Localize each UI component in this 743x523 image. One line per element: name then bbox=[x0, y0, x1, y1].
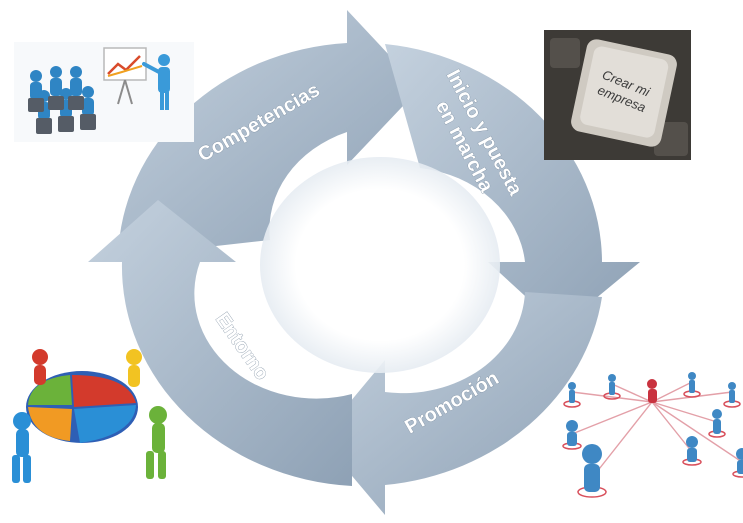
center-glow bbox=[260, 157, 500, 373]
network-hub-person bbox=[647, 379, 657, 403]
arrow-inicio bbox=[385, 44, 640, 328]
team-figure-blue bbox=[12, 412, 31, 483]
arrow-promocion bbox=[320, 292, 602, 515]
puzzle-piece-green bbox=[28, 375, 72, 405]
team-figure-green bbox=[146, 406, 167, 479]
audience-figures bbox=[28, 66, 96, 134]
keyboard-key-icon: Crear mi empresa bbox=[544, 30, 691, 160]
puzzle-piece-orange bbox=[28, 407, 72, 441]
puzzle-team-icon bbox=[12, 349, 167, 483]
presenter-figure bbox=[142, 54, 170, 110]
arrow-competencias bbox=[118, 10, 420, 257]
presentation-audience-icon bbox=[14, 42, 194, 142]
puzzle-piece-red bbox=[72, 375, 136, 407]
cycle-arrows bbox=[88, 10, 640, 515]
flipchart bbox=[103, 47, 147, 105]
team-figure-yellow bbox=[126, 349, 142, 387]
network-links bbox=[571, 381, 743, 479]
puzzle-piece-blue bbox=[74, 405, 136, 443]
network-people bbox=[566, 372, 743, 492]
people-network-icon bbox=[562, 372, 743, 498]
arrow-entorno bbox=[88, 200, 352, 486]
team-figure-red bbox=[32, 349, 48, 385]
